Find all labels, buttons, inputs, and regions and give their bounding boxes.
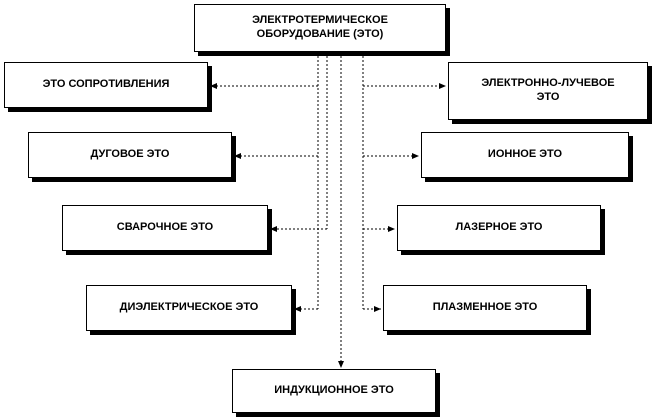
box-induction: ИНДУКЦИОННОЕ ЭТО xyxy=(232,369,436,413)
box-resistance: ЭТО СОПРОТИВЛЕНИЯ xyxy=(4,62,208,108)
box-welding: СВАРОЧНОЕ ЭТО xyxy=(62,205,268,251)
box-ion: ИОННОЕ ЭТО xyxy=(421,132,629,178)
box-dielectric: ДИЭЛЕКТРИЧЕСКОЕ ЭТО xyxy=(86,285,292,331)
box-arc: ДУГОВОЕ ЭТО xyxy=(28,132,232,178)
root-box: ЭЛЕКТРОТЕРМИЧЕСКОЕ ОБОРУДОВАНИЕ (ЭТО) xyxy=(194,4,446,52)
box-laser: ЛАЗЕРНОЕ ЭТО xyxy=(397,205,601,251)
box-electron-beam: ЭЛЕКТРОННО-ЛУЧЕВОЕ ЭТО xyxy=(448,62,648,120)
box-plasma: ПЛАЗМЕННОЕ ЭТО xyxy=(383,285,587,331)
